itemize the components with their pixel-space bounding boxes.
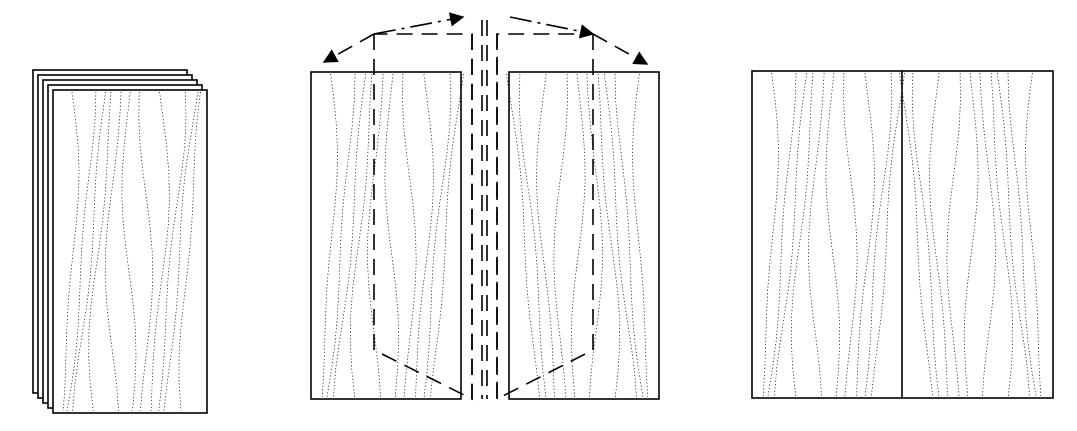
right-leaf-swing-outline <box>496 33 594 401</box>
right-leaf-grain <box>506 73 649 398</box>
right-leaf <box>508 71 660 400</box>
front-veneer-leaf <box>52 89 208 414</box>
grain-line <box>871 72 905 397</box>
grain-line <box>430 73 464 398</box>
left-leaf <box>310 71 462 400</box>
grain-line <box>121 91 137 412</box>
grain-line <box>88 91 112 412</box>
grain-line <box>178 91 201 412</box>
grain-line <box>150 91 170 412</box>
fold-arc-right <box>509 16 595 39</box>
opened-leaves <box>310 12 660 401</box>
grain-line <box>506 73 540 398</box>
grain-line <box>899 72 933 397</box>
grain-line <box>158 91 187 412</box>
grain-line <box>138 91 154 412</box>
left-leaf-grain <box>321 73 464 398</box>
grain-line <box>163 91 199 412</box>
front-leaf-grain <box>62 91 201 412</box>
veneer-leaf-stack <box>32 69 208 414</box>
grain-line <box>66 91 97 412</box>
grain-line <box>104 91 122 412</box>
grain-line <box>62 91 80 412</box>
grain-line <box>72 91 107 412</box>
fold-arc-left <box>373 12 465 35</box>
matched-left-grain <box>762 72 905 397</box>
swing-arrow-right <box>592 33 649 65</box>
matched-right-grain <box>899 72 1042 397</box>
swing-arrow-left <box>322 33 375 63</box>
book-matched-panel <box>751 70 1054 399</box>
